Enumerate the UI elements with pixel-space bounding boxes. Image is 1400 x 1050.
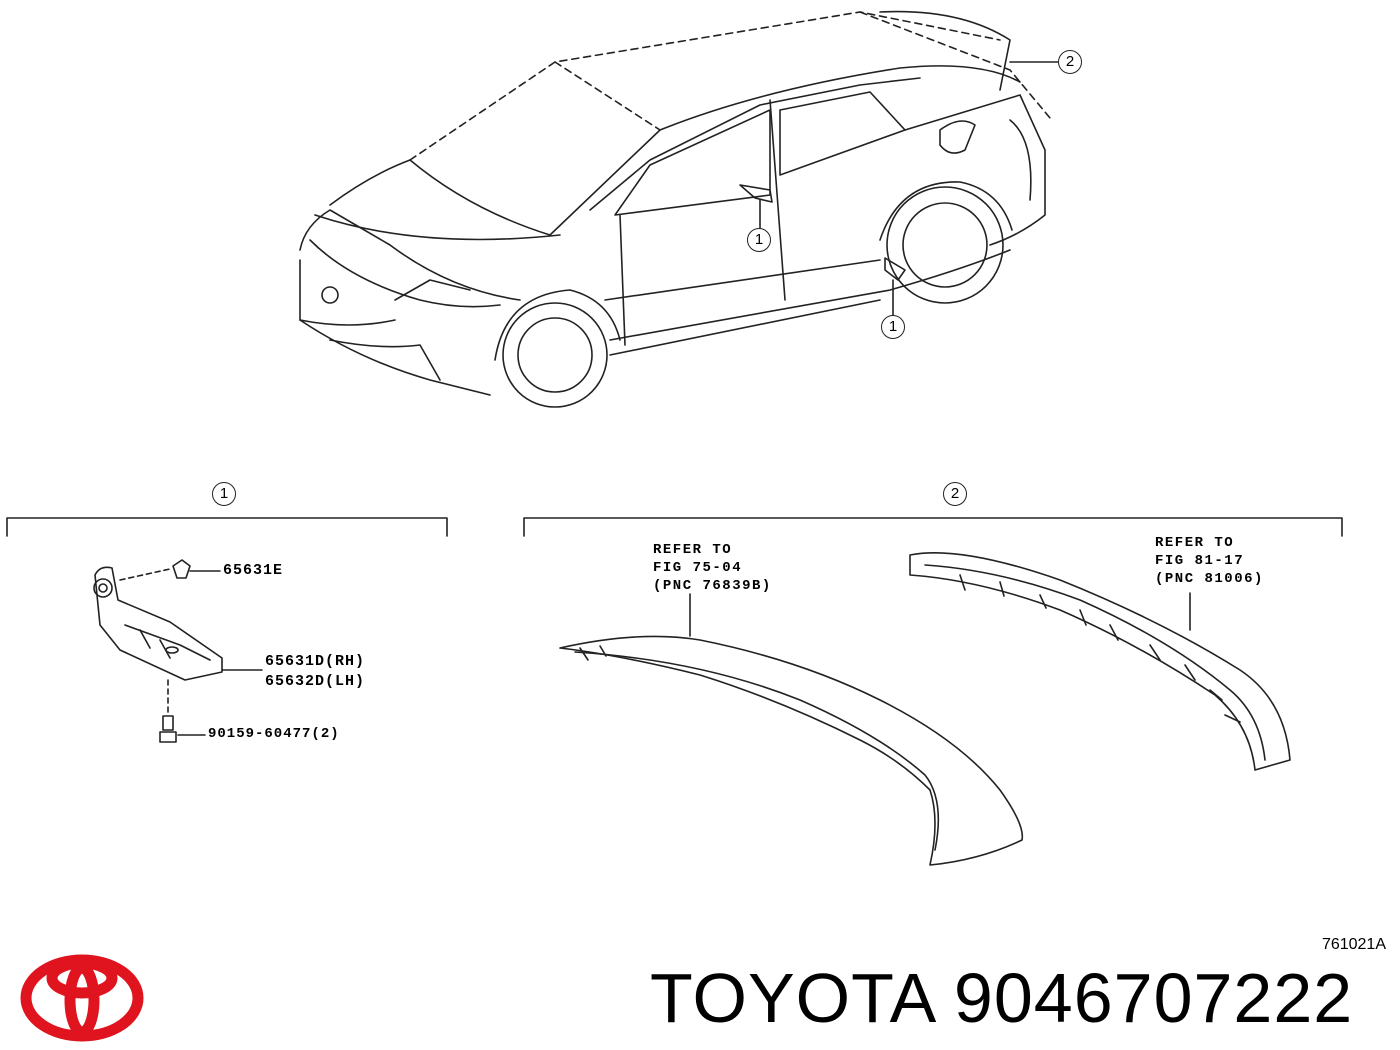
part-number-65632D-lh: 65632D(LH) [265,673,366,690]
callout-1-rear-mudguard: 1 [881,315,905,339]
refer-note-left-line3: (PNC 76839B) [653,578,772,594]
toyota-logo [20,954,144,1042]
refer-note-right-line1: REFER TO [1155,535,1235,551]
part-number-90159-60477: 90159-60477(2) [208,726,340,742]
callout-2-group-header: 2 [943,482,967,506]
refer-note-right-line2: FIG 81-17 [1155,553,1245,569]
part-number-65631D-rh: 65631D(RH) [265,653,366,670]
vehicle-illustration [299,10,1059,408]
refer-note-left-line1: REFER TO [653,542,733,558]
rear-spoiler-drawing [559,593,1024,866]
roof-garnish-drawing [909,551,1291,771]
brand-part-caption: TOYOTA 9046707222 [650,959,1354,1037]
refer-note-right-line3: (PNC 81006) [1155,571,1264,587]
callout-2-spoiler: 2 [1058,50,1082,74]
refer-note-left-line2: FIG 75-04 [653,560,743,576]
mudguard-bracket-drawing [93,559,263,743]
callout-1-group-header: 1 [212,482,236,506]
diagram-id: 761021A [1321,936,1386,953]
part-number-65631E: 65631E [223,562,284,579]
group-brackets [6,517,1343,537]
callout-1-front-mudguard: 1 [747,228,771,252]
